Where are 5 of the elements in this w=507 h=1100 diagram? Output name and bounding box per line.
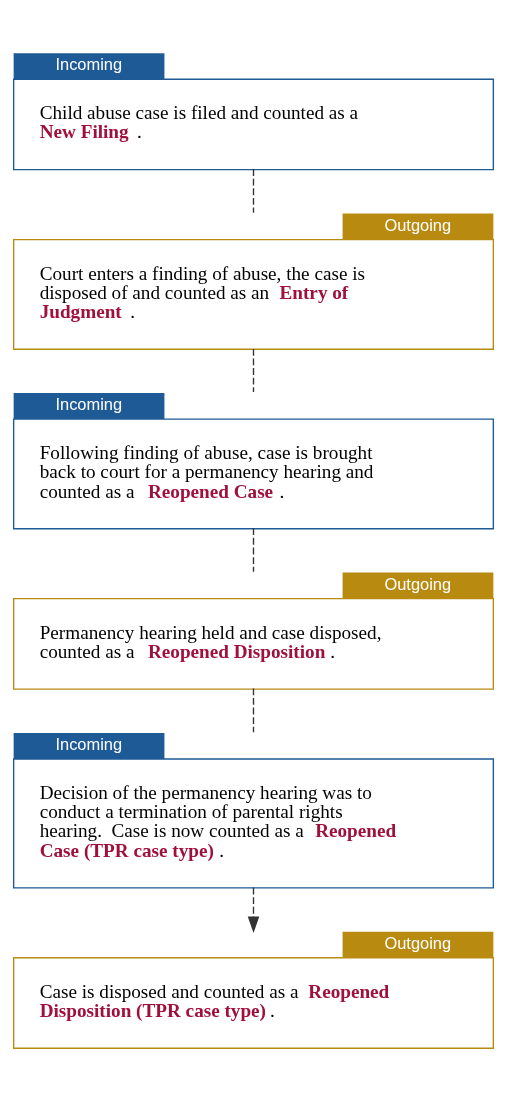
connector xyxy=(252,687,255,733)
connector xyxy=(252,168,255,214)
connector xyxy=(252,527,255,573)
connector xyxy=(252,348,255,393)
arrow xyxy=(247,886,260,934)
